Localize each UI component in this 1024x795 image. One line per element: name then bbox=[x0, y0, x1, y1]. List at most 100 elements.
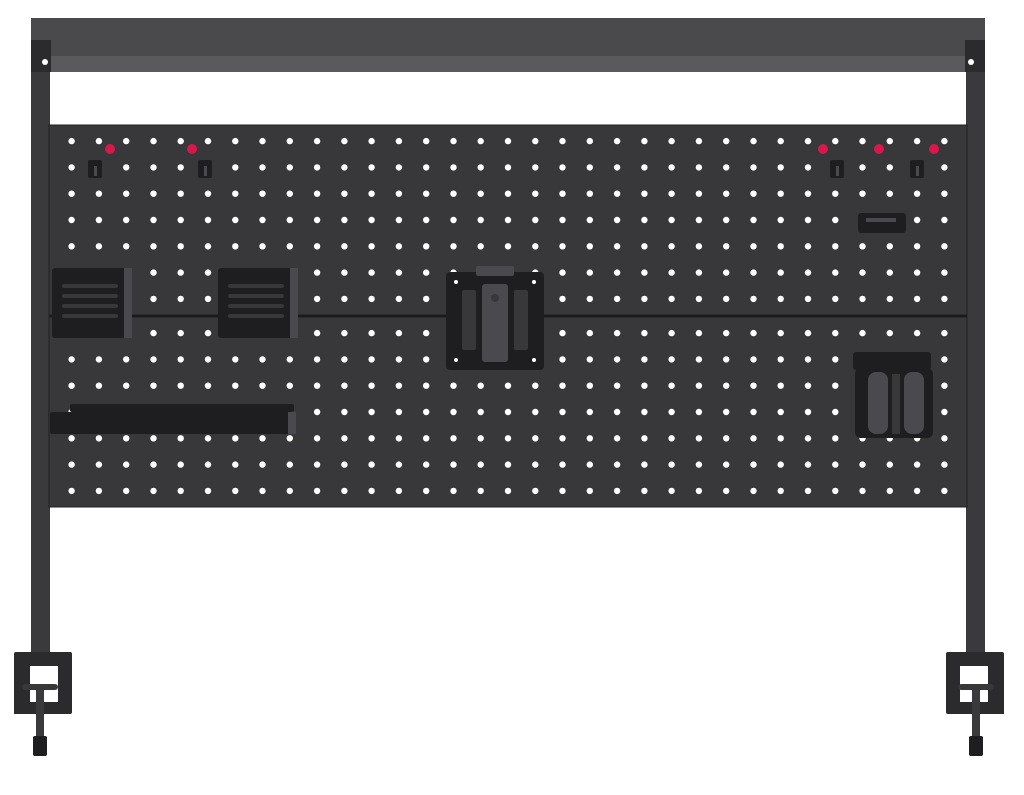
peg-hole bbox=[395, 329, 403, 337]
peg-hole bbox=[450, 190, 457, 197]
light-bar bbox=[31, 18, 985, 72]
peg-hole bbox=[750, 356, 757, 363]
peg-hole bbox=[695, 243, 703, 250]
peg-hole bbox=[477, 487, 484, 495]
dual-cup-holder bbox=[853, 352, 933, 438]
peg-hole bbox=[368, 408, 375, 416]
peg-hole bbox=[804, 356, 812, 363]
peg-hole bbox=[177, 356, 184, 363]
peg-hole bbox=[123, 164, 130, 171]
slotted-tablet-holder bbox=[218, 268, 298, 338]
peg-hole bbox=[313, 382, 321, 389]
peg-hole bbox=[204, 295, 212, 303]
peg-hole bbox=[723, 461, 730, 468]
peg-hole bbox=[504, 190, 512, 197]
peg-hole bbox=[941, 382, 948, 389]
peg-hole bbox=[259, 356, 266, 363]
peg-hole bbox=[123, 461, 130, 468]
peg-hole bbox=[259, 164, 266, 171]
peg-hole bbox=[150, 295, 157, 303]
peg-hole bbox=[204, 356, 212, 363]
peg-hole bbox=[477, 408, 484, 416]
peg-hole bbox=[586, 487, 593, 495]
peg-hole bbox=[913, 190, 921, 197]
peg-hole bbox=[286, 461, 293, 468]
peg-hole bbox=[859, 243, 866, 250]
peg-hole bbox=[750, 435, 757, 442]
peg-hole bbox=[123, 137, 130, 145]
peg-hole bbox=[259, 216, 266, 224]
long-shelf bbox=[50, 404, 296, 434]
peg-hook bbox=[874, 144, 924, 178]
peg-hole bbox=[68, 356, 75, 363]
peg-hole bbox=[68, 164, 75, 171]
peg-hole bbox=[395, 190, 403, 197]
peg-hole bbox=[750, 408, 757, 416]
peg-hole bbox=[150, 382, 157, 389]
peg-hole bbox=[668, 295, 675, 303]
peg-hole bbox=[477, 137, 484, 145]
peg-hole bbox=[832, 216, 839, 224]
peg-hole bbox=[423, 356, 430, 363]
peg-hole bbox=[341, 243, 348, 250]
peg-hole bbox=[804, 382, 812, 389]
peg-hole bbox=[913, 269, 921, 276]
peg-hole bbox=[368, 295, 375, 303]
vesa-monitor-mount bbox=[446, 266, 544, 370]
peg-hole bbox=[259, 487, 266, 495]
peg-hole bbox=[150, 216, 157, 224]
peg-hole bbox=[504, 435, 512, 442]
peg-hole bbox=[341, 382, 348, 389]
peg-hook-cap bbox=[929, 144, 939, 154]
peg-hole bbox=[613, 329, 621, 337]
peg-hole bbox=[150, 137, 157, 145]
peg-hole bbox=[832, 461, 839, 468]
peg-hole bbox=[477, 164, 484, 171]
peg-hole bbox=[723, 243, 730, 250]
peg-hole bbox=[341, 216, 348, 224]
peg-hole bbox=[68, 137, 75, 145]
peg-hole bbox=[641, 137, 648, 145]
peg-hole bbox=[641, 243, 648, 250]
peg-hole bbox=[586, 137, 593, 145]
peg-hole bbox=[368, 164, 375, 171]
peg-hole bbox=[641, 461, 648, 468]
peg-hole bbox=[723, 487, 730, 495]
peg-hole bbox=[504, 408, 512, 416]
peg-hole bbox=[750, 295, 757, 303]
peg-hole bbox=[450, 435, 457, 442]
peg-hole bbox=[395, 356, 403, 363]
peg-hole bbox=[723, 216, 730, 224]
peg-hole bbox=[613, 164, 621, 171]
peg-hole bbox=[177, 329, 184, 337]
peg-hole bbox=[804, 243, 812, 250]
peg-hole bbox=[204, 382, 212, 389]
peg-hole bbox=[68, 216, 75, 224]
peg-hole bbox=[532, 435, 539, 442]
peg-hole bbox=[423, 329, 430, 337]
peg-hole bbox=[150, 269, 157, 276]
peg-hole bbox=[123, 190, 130, 197]
peg-hole bbox=[395, 269, 403, 276]
peg-hole bbox=[204, 216, 212, 224]
peg-hole bbox=[532, 164, 539, 171]
peg-hole bbox=[423, 243, 430, 250]
peg-hole bbox=[804, 190, 812, 197]
peg-hole bbox=[368, 329, 375, 337]
peg-hole bbox=[695, 461, 703, 468]
peg-hole bbox=[559, 164, 566, 171]
peg-hole bbox=[668, 461, 675, 468]
peg-hole bbox=[750, 461, 757, 468]
peg-hole bbox=[123, 243, 130, 250]
peg-hole bbox=[832, 356, 839, 363]
peg-hole bbox=[695, 164, 703, 171]
peg-hole bbox=[804, 487, 812, 495]
peg-hole bbox=[232, 164, 239, 171]
peg-hole bbox=[641, 164, 648, 171]
peg-hole bbox=[750, 190, 757, 197]
peg-hole bbox=[504, 216, 512, 224]
peg-hole bbox=[859, 190, 866, 197]
peg-hole bbox=[368, 216, 375, 224]
peg-hole bbox=[559, 269, 566, 276]
